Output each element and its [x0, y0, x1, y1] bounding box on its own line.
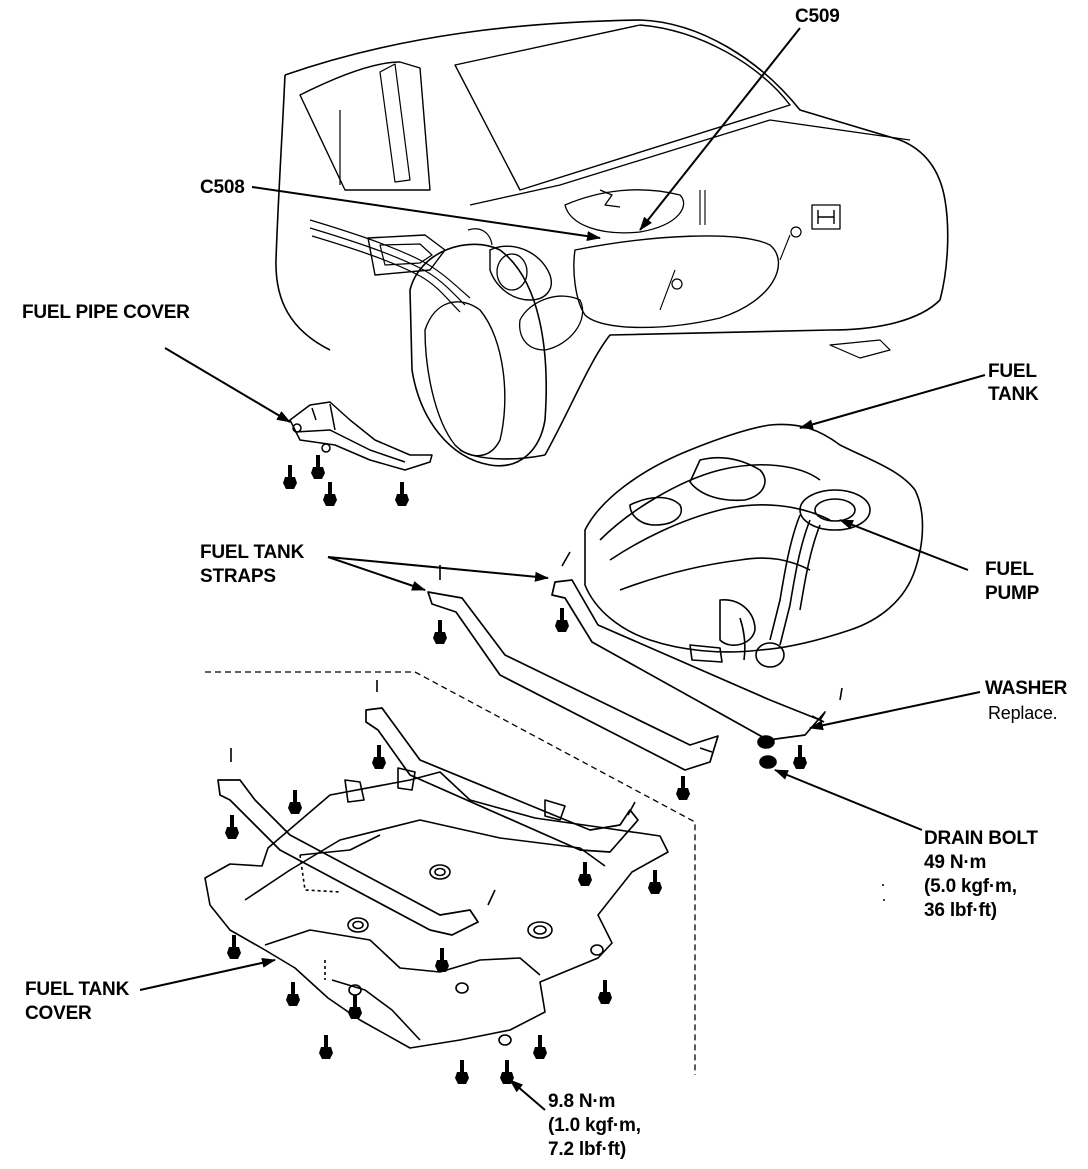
car-body	[275, 19, 949, 467]
bolt-icon	[311, 455, 325, 479]
drain-bolt-torque-nm: 49 N·m	[924, 852, 987, 873]
bolt-icon	[395, 482, 409, 506]
bolt-icon	[455, 1060, 469, 1084]
bolt-icon	[286, 982, 300, 1006]
drain-bolt-washer	[230, 551, 843, 906]
fuel-pump-label-line2: PUMP	[985, 583, 1040, 604]
fuel-tank-cover-label-line1: FUEL TANK	[25, 979, 130, 1000]
bolt-icon	[648, 870, 662, 894]
cover-cross-straps	[217, 707, 639, 936]
bolt-icon	[319, 1035, 333, 1059]
fuel-pipe-cover-bolts	[283, 455, 409, 506]
bolt-icon	[793, 745, 807, 769]
fuel-tank-label-line2: TANK	[988, 384, 1039, 405]
fuel-tank-cover-label-line2: COVER	[25, 1003, 92, 1024]
bolt-icon	[435, 948, 449, 972]
bolt-icon	[372, 745, 386, 769]
strap-bolts	[433, 608, 807, 800]
fuel-pump-label-line1: FUEL	[985, 559, 1034, 580]
bolt-icon	[555, 608, 569, 632]
drain-bolt-label: DRAIN BOLT	[924, 828, 1038, 849]
drain-bolt-torque-lbf: 36 lbf·ft)	[924, 900, 997, 921]
cover-bolt-torque-nm: 9.8 N·m	[548, 1091, 616, 1112]
bolt-icon	[283, 465, 297, 489]
bolt-icon	[598, 980, 612, 1004]
cover-bolt-torque-kgf: (1.0 kgf·m,	[548, 1115, 641, 1136]
washer-note: Replace.	[988, 703, 1058, 723]
bolt-icon	[227, 935, 241, 959]
fuel-pipe-cover-label: FUEL PIPE COVER	[22, 302, 190, 323]
fuel-tank-part	[584, 423, 924, 668]
bolt-icon	[578, 862, 592, 886]
cover-bolt-torque-lbf: 7.2 lbf·ft)	[548, 1139, 627, 1160]
bolt-icon	[676, 776, 690, 800]
c509-label: C509	[795, 6, 840, 27]
bolt-icon	[323, 482, 337, 506]
fuel-tank-cover-part	[204, 767, 669, 1049]
bolt-icon	[348, 995, 362, 1019]
fuel-tank-straps-label-line1: FUEL TANK	[200, 542, 305, 563]
scan-specks	[882, 884, 885, 901]
fuel-tank-label-line1: FUEL	[988, 361, 1037, 382]
cover-group-boundary	[205, 671, 696, 1075]
bolt-icon	[533, 1035, 547, 1059]
bolt-icon	[288, 790, 302, 814]
fuel-tank-straps-label-line2: STRAPS	[200, 566, 276, 587]
bolt-icon	[433, 620, 447, 644]
washer-label: WASHER	[985, 678, 1068, 699]
fuel-pipe-cover-part	[289, 401, 433, 471]
bolt-icon	[225, 815, 239, 839]
c508-label: C508	[200, 177, 245, 198]
drain-bolt-torque-kgf: (5.0 kgf·m,	[924, 876, 1017, 897]
leader-lines	[139, 27, 986, 1111]
